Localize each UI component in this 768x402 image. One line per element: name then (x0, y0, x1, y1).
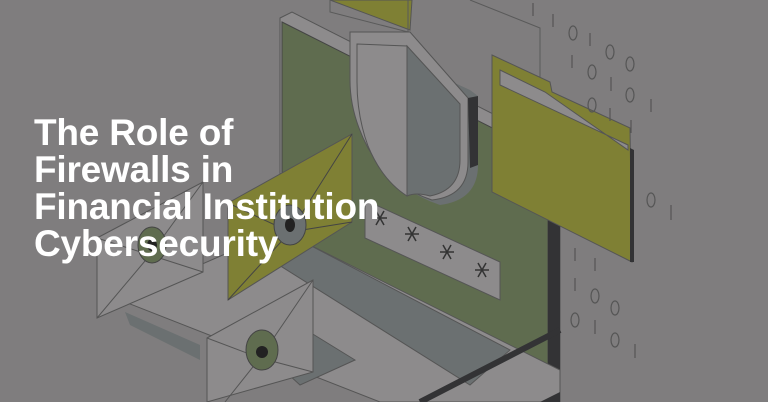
password-field (364, 199, 501, 301)
page-title: The Role of Firewalls in Financial Insti… (34, 114, 414, 262)
shield-icon (349, 31, 478, 205)
folder-icon (491, 54, 634, 263)
document-icon (329, 0, 541, 150)
envelope-bug-icon (96, 181, 204, 319)
title-line-1: The Role of (34, 112, 234, 153)
envelope-bug-icon (227, 133, 353, 301)
envelope-bug-icon (206, 279, 314, 402)
binary-digits (532, 3, 672, 358)
title-line-2: Firewalls in (34, 149, 234, 190)
title-line-3: Financial Institution (34, 186, 380, 227)
title-line-4: Cybersecurity (34, 223, 279, 264)
password-asterisks (373, 210, 489, 278)
